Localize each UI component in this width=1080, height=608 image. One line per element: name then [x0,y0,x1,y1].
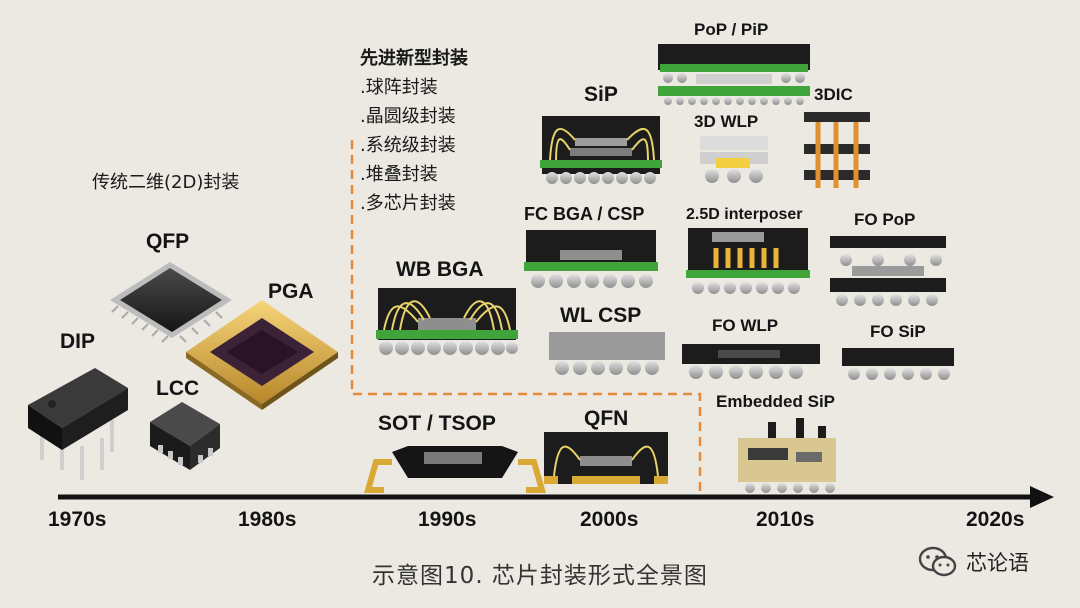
advanced-item-multi-chip: .多芯片封装 [360,193,456,214]
fc-bga-csp-package-image [524,230,658,288]
wlp-3d-package-image [700,136,768,183]
decade-1970s: 1970s [48,508,107,531]
timeline-arrowhead [1030,486,1054,508]
label-sip: SiP [584,83,618,106]
label-pga: PGA [268,280,314,303]
qfn-package-image [544,432,668,484]
label-fc-bga-csp: FC BGA / CSP [524,204,645,224]
pop-pip-package-image [658,44,810,105]
label-25d-interposer: 2.5D interposer [686,206,803,223]
dip-package-image [28,368,128,480]
brand-name: 芯论语 [966,551,1029,575]
lcc-package-image [150,402,220,470]
label-wl-csp: WL CSP [560,304,642,327]
label-lcc: LCC [156,377,200,400]
label-fo-pop: FO PoP [854,210,916,229]
interposer-25d-package-image [686,228,810,294]
fo-pop-package-image [830,236,946,306]
dic-3d-package-image [804,112,870,188]
advanced-item-stacked: .堆叠封装 [360,164,438,185]
advanced-item-bga: .球阵封装 [360,77,438,98]
sot-tsop-package-image [364,446,546,493]
fo-wlp-package-image [682,344,820,379]
label-fo-wlp: FO WLP [712,316,779,335]
pga-package-image [186,300,338,410]
label-sot-tsop: SOT / TSOP [378,412,496,435]
label-3dic: 3DIC [814,85,853,104]
decade-1980s: 1980s [238,508,297,531]
brand-watermark: 芯论语 [918,545,1029,579]
label-pop-pip: PoP / PiP [694,20,769,39]
decade-2010s: 2010s [756,508,815,531]
decade-1990s: 1990s [418,508,477,531]
label-qfn: QFN [584,407,629,430]
wb-bga-package-image [376,288,518,355]
wl-csp-package-image [549,332,665,375]
label-fo-sip: FO SiP [870,322,926,341]
label-3d-wlp: 3D WLP [694,112,759,131]
advanced-packaging-title: 先进新型封装 [360,48,468,69]
embedded-sip-package-image [738,418,836,493]
decade-2020s: 2020s [966,508,1025,531]
label-wb-bga: WB BGA [396,258,484,281]
fo-sip-package-image [842,348,954,380]
advanced-item-wafer-level: .晶圆级封装 [360,106,456,127]
wechat-icon [918,546,957,577]
figure-caption: 示意图10. 芯片封装形式全景图 [372,563,708,589]
decade-2000s: 2000s [580,508,639,531]
advanced-item-system-level: .系统级封装 [360,135,456,156]
sip-package-image [540,116,662,184]
label-embedded-sip: Embedded SiP [716,392,836,411]
label-qfp: QFP [146,230,190,253]
qfp-package-image [110,262,232,343]
label-dip: DIP [60,330,96,353]
advanced-region-frame [350,140,702,496]
traditional-2d-title: 传统二维(2D)封装 [92,172,240,193]
